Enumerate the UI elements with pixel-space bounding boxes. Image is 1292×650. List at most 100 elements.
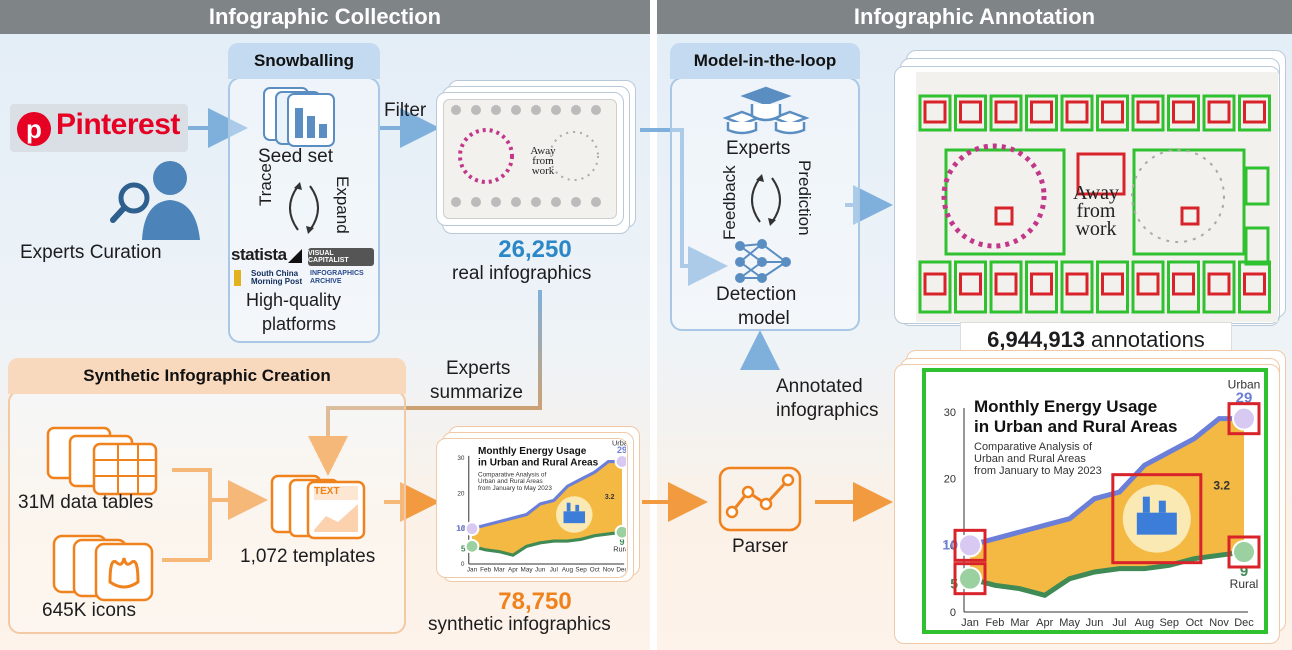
- legend-rural: Rural: [613, 545, 626, 554]
- annot-green-box: [954, 260, 987, 314]
- annotations-label: annotations: [1091, 327, 1205, 352]
- y-tick-label: 30: [944, 407, 956, 419]
- icons-label: 645K icons: [42, 600, 137, 621]
- experts-label: Experts: [726, 138, 791, 159]
- expand-label: Expand: [333, 176, 352, 234]
- label-end-rural: 9: [620, 537, 625, 547]
- x-tick-label: Mar: [494, 567, 506, 574]
- end-marker-icon: [958, 533, 982, 558]
- annot-green-box: [1025, 94, 1058, 132]
- chart-subtitle-line: Comparative Analysis of: [974, 441, 1093, 453]
- annot-red-box: [1030, 272, 1053, 296]
- annot-red-box: [994, 206, 1014, 226]
- neural-network-icon: [735, 239, 791, 283]
- x-tick-label: Jun: [1086, 617, 1104, 629]
- legend-urban: Urban: [612, 440, 626, 447]
- end-marker-icon: [464, 538, 480, 554]
- annot-red-box: [1076, 152, 1126, 196]
- annot-green-box: [1060, 94, 1094, 132]
- series-line-urban: [969, 416, 1244, 548]
- annot-red-box: [959, 272, 982, 296]
- x-tick-label: Oct: [590, 567, 600, 574]
- x-tick-label: Jul: [1112, 617, 1126, 629]
- annot-red-box: [953, 528, 987, 562]
- label-end-urban: 29: [617, 445, 626, 455]
- chart-title-line1: Monthly Energy Usage: [974, 397, 1157, 416]
- templates-icon: [270, 474, 366, 540]
- series-line-rural: [969, 549, 1245, 599]
- detection-label: Detection: [716, 284, 797, 305]
- filter-label: Filter: [384, 100, 427, 121]
- annot-green-box: [944, 148, 1066, 256]
- data-tables-icon: [46, 426, 158, 496]
- feedback-label: Feedback: [720, 165, 739, 240]
- annotations-count: 6,944,913: [987, 327, 1086, 352]
- annot-red-box: [1065, 272, 1089, 296]
- end-marker-icon: [614, 454, 626, 469]
- annot-red-box: [1136, 272, 1160, 296]
- x-tick-label: Aug: [1135, 617, 1155, 629]
- real-thumb-title: Away from work: [530, 145, 556, 177]
- x-tick-label: Nov: [603, 567, 615, 574]
- annot-red-box: [1136, 100, 1160, 124]
- real-infographic-preview: [451, 105, 601, 207]
- chart-subtitle-line: from January to May 2023: [478, 485, 552, 492]
- x-tick-label: Sep: [575, 567, 587, 574]
- annotated-label-1: Annotated: [776, 376, 863, 397]
- x-tick-label: May: [521, 567, 534, 574]
- cycle-icon: [289, 182, 319, 234]
- experts-icon: [722, 86, 810, 135]
- end-marker-icon: [614, 524, 626, 540]
- x-tick-label: May: [1059, 617, 1080, 629]
- chart-title-line2: in Urban and Rural Areas: [478, 458, 599, 469]
- platform-scmp: South China Morning Post: [234, 270, 304, 286]
- x-tick-label: Apr: [1036, 617, 1053, 629]
- real-label: real infographics: [452, 263, 592, 284]
- model-loop-title: Model-in-the-loop: [670, 43, 860, 79]
- annot-red-box: [1065, 100, 1089, 124]
- annot-red-box: [1172, 272, 1195, 296]
- x-tick-label: Mar: [1010, 617, 1029, 629]
- annot-red-box: [1243, 272, 1266, 296]
- x-tick-label: Dec: [616, 567, 626, 574]
- annot-green-box: [954, 94, 987, 132]
- x-tick-label: Feb: [985, 617, 1004, 629]
- trace-label: Trace: [256, 163, 275, 206]
- chart-subtitle-line: from January to May 2023: [974, 465, 1102, 477]
- annot-green-box: [1025, 260, 1058, 314]
- parser-label: Parser: [732, 536, 788, 557]
- annot-red-box: [923, 100, 947, 124]
- annot-green-box: [1238, 260, 1271, 314]
- svg-text:p: p: [26, 114, 42, 144]
- high-quality-label: High-quality: [246, 290, 342, 310]
- factory-icon: [1136, 512, 1177, 535]
- tables-label: 31M data tables: [18, 492, 154, 513]
- y-tick-label: 0: [461, 561, 465, 568]
- end-marker-icon: [1232, 540, 1256, 564]
- annot-red-box: [953, 562, 987, 596]
- summarize-label-2: summarize: [430, 382, 523, 403]
- annot-green-box: [1096, 94, 1129, 132]
- platform-visual-capitalist: VISUAL CAPITALIST: [308, 248, 374, 266]
- prediction-label: Prediction: [795, 160, 814, 236]
- annot-green-frame: [922, 368, 1268, 634]
- y-tick-label: 10: [457, 526, 465, 533]
- annot-green-box: [1202, 94, 1236, 132]
- chart-subtitle-line: Comparative Analysis of: [478, 471, 546, 478]
- factory-chimney: [1158, 500, 1166, 513]
- y-tick-label: 30: [457, 455, 465, 462]
- annot-green-box: [918, 260, 952, 314]
- annotated-real-preview: [916, 72, 1278, 322]
- synthetic-title: Synthetic Infographic Creation: [8, 358, 406, 394]
- seed-set-label: Seed set: [258, 146, 333, 167]
- annot-green-box: [1238, 94, 1271, 132]
- annotation-header: Infographic Annotation: [657, 0, 1292, 34]
- y-tick-label: 20: [944, 474, 956, 486]
- annot-green-box: [918, 94, 952, 132]
- annot-green-box: [1131, 260, 1165, 314]
- end-marker-icon: [464, 521, 480, 537]
- label-diff: 3.2: [1213, 478, 1230, 492]
- annot-red-box: [923, 272, 947, 296]
- annot-red-box: [1227, 402, 1261, 436]
